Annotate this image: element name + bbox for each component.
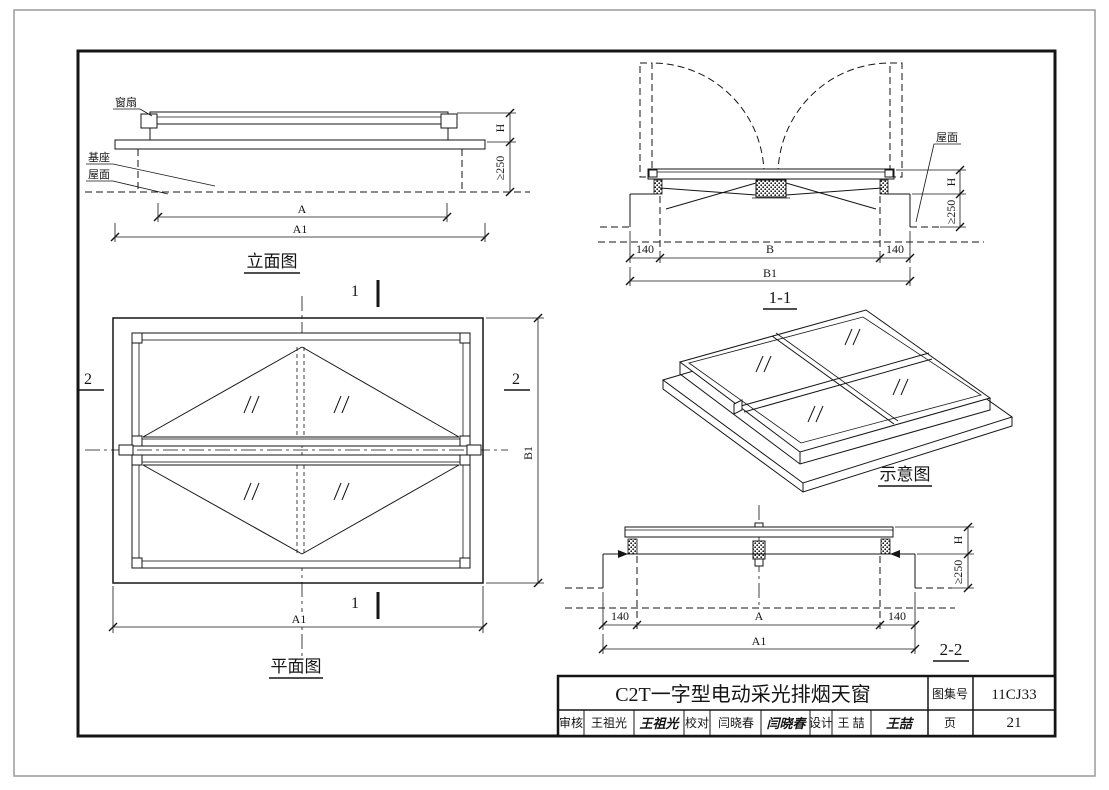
section11-dim-h: H — [944, 177, 958, 186]
section22-dim-min: ≥250 — [951, 560, 965, 585]
atlas-number: 11CJ33 — [991, 687, 1036, 703]
reviewer-name: 王祖光 — [591, 715, 627, 730]
section-2-2-view: 140 A 140 A1 H ≥250 2-2 — [565, 505, 974, 662]
reviewer-signature: 王祖光 — [639, 716, 680, 731]
section22-dim-a: A — [755, 609, 764, 623]
plan-marker-1-top: 1 — [351, 283, 359, 300]
section11-dim-b: B — [766, 242, 774, 256]
section11-title: 1-1 — [769, 288, 792, 307]
plan-dim-b1: B1 — [521, 446, 535, 460]
checker-label: 校对 — [685, 715, 709, 730]
checker-name: 闫晓春 — [718, 716, 754, 730]
glass-marks-plan — [243, 395, 350, 501]
plan-marker-2-left: 2 — [84, 371, 92, 388]
section22-title: 2-2 — [940, 640, 963, 659]
plan-dim-a1: A1 — [292, 612, 307, 626]
designer-name: 王 喆 — [837, 716, 864, 730]
elevation-dim-min: ≥250 — [493, 156, 507, 181]
reviewer-label: 审核 — [559, 715, 583, 730]
section22-dim-h: H — [951, 535, 965, 544]
section11-dim-min: ≥250 — [944, 200, 958, 225]
section11-dim-140-right: 140 — [886, 242, 904, 256]
section11-dim-b1: B1 — [763, 266, 777, 280]
page-number: 21 — [1007, 715, 1022, 731]
elevation-title: 立面图 — [247, 252, 298, 271]
checker-signature: 闫晓春 — [766, 716, 807, 731]
elevation-base-label: 基座 — [88, 150, 110, 164]
plan-marker-1-bottom: 1 — [351, 595, 359, 612]
atlas-label: 图集号 — [932, 686, 968, 701]
section22-dim-140-right: 140 — [888, 609, 906, 623]
elevation-dim-a1: A1 — [293, 222, 308, 236]
elevation-view: 窗扇 基座 屋面 A A1 H ≥250 立面图 — [85, 95, 530, 274]
section11-roof-label: 屋面 — [936, 131, 958, 144]
plan-marker-2-right: 2 — [512, 371, 520, 388]
elevation-dim-h: H — [493, 123, 507, 132]
section11-dim-140-left: 140 — [636, 242, 654, 256]
designer-signature: 王喆 — [886, 716, 915, 731]
glass-marks-schematic — [755, 328, 909, 423]
outer-border — [13, 9, 1096, 777]
plan-view: 1 1 2 2 B1 A1 平面图 — [78, 280, 544, 679]
section-1-1-view: 屋面 140 B 140 B1 H ≥250 1-1 — [598, 62, 984, 310]
section22-dim-a1: A1 — [752, 634, 767, 648]
plan-title: 平面图 — [271, 657, 322, 676]
designer-label: 设计 — [809, 716, 833, 730]
page-label: 页 — [944, 716, 956, 730]
section22-dim-140-left: 140 — [611, 609, 629, 623]
schematic-title: 示意图 — [880, 465, 931, 484]
schematic-view: 示意图 — [661, 309, 1014, 493]
elevation-dim-a: A — [298, 202, 307, 216]
elevation-roof-label: 屋面 — [88, 168, 110, 181]
drawing-title: C2T一字型电动采光排烟天窗 — [615, 683, 871, 706]
title-block: C2T一字型电动采光排烟天窗 图集号 11CJ33 审核 王祖光 王祖光 校对 … — [556, 674, 1057, 738]
elevation-sash-label: 窗扇 — [115, 95, 137, 109]
